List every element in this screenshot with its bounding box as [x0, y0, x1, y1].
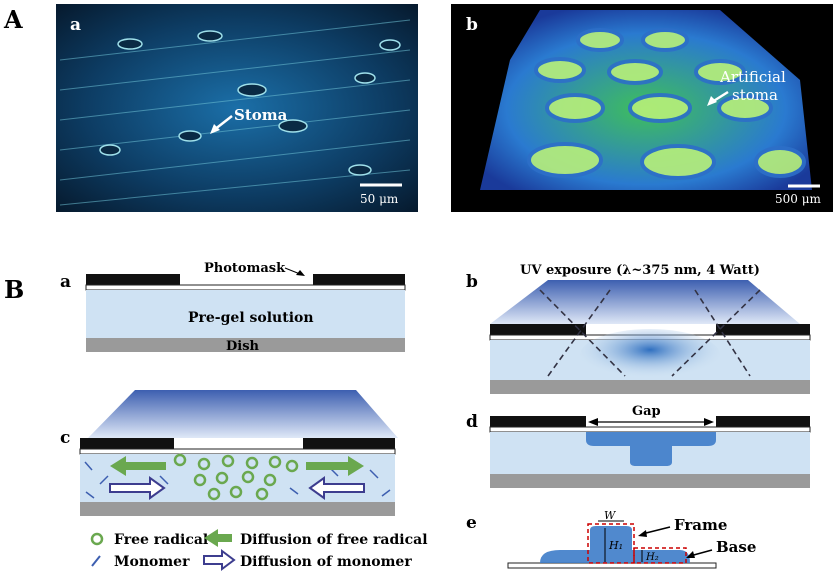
- base-label: Base: [716, 538, 756, 556]
- pregel-solution: [86, 290, 405, 338]
- panel-b-c-diagram: [79, 390, 398, 516]
- uv-label: UV exposure (λ~375 nm, 4 Watt): [520, 263, 760, 278]
- monomer-icon: [91, 555, 101, 567]
- panel-b-a-label: a: [60, 272, 71, 292]
- panel-b-c-label: c: [60, 428, 70, 448]
- legend-monomer: Monomer: [114, 554, 190, 570]
- panel-a-a-image: Stoma 50 μm: [56, 4, 418, 212]
- panel-b-a-diagram: Photomask Pre-gel solution Dish: [85, 261, 406, 354]
- w-label: W: [604, 509, 617, 522]
- dish: [86, 338, 405, 352]
- gel-structure-e: [540, 526, 690, 563]
- uv-light: [490, 280, 800, 324]
- panel-a-b-image: Artificial stoma 500 μm: [451, 4, 833, 212]
- panel-b-d-diagram: Gap: [489, 404, 811, 488]
- photomask-left: [86, 274, 180, 285]
- base-box: [633, 547, 687, 564]
- scale-bar-b-label: 500 μm: [775, 192, 822, 206]
- artificial-label-line2: stoma: [732, 86, 778, 104]
- frame-label: Frame: [674, 516, 727, 534]
- panel-a-label: A: [3, 5, 23, 34]
- artificial-label-line1: Artificial: [719, 68, 786, 86]
- dish-label: Dish: [226, 339, 260, 354]
- frame-box: [587, 523, 635, 564]
- panel-a-a-label: a: [70, 15, 81, 35]
- panel-b-b-label: b: [466, 272, 478, 292]
- free-radical-icon: [90, 532, 104, 546]
- legend-free-radical: Free radical: [114, 532, 208, 548]
- gap-label: Gap: [632, 404, 661, 419]
- photomask-label: Photomask: [204, 261, 286, 276]
- pregel-label: Pre-gel solution: [188, 310, 314, 326]
- photomask-right: [313, 274, 405, 285]
- h2-label: H₂: [645, 552, 659, 563]
- legend-diffusion-radical: Diffusion of free radical: [240, 532, 428, 548]
- gel-structure-d: [586, 432, 716, 466]
- panel-b-label: B: [4, 275, 24, 304]
- stoma-label: Stoma: [234, 106, 288, 124]
- panel-b-b-diagram: UV exposure (λ~375 nm, 4 Watt): [489, 263, 811, 394]
- diffusion-monomer-icon: [203, 549, 236, 571]
- scale-bar-a-label: 50 μm: [360, 192, 399, 206]
- legend: Free radical Monomer Diffusion of free r…: [90, 529, 428, 571]
- diffusion-radical-icon: [204, 529, 232, 547]
- panel-b-d-label: d: [466, 412, 478, 432]
- panel-a-b-label: b: [466, 15, 478, 35]
- panel-b-e-label: e: [466, 513, 477, 533]
- panel-b-e-diagram: W H₁ H₂ Frame Base: [507, 509, 756, 569]
- h1-label: H₁: [608, 539, 623, 552]
- legend-diffusion-monomer: Diffusion of monomer: [240, 554, 412, 570]
